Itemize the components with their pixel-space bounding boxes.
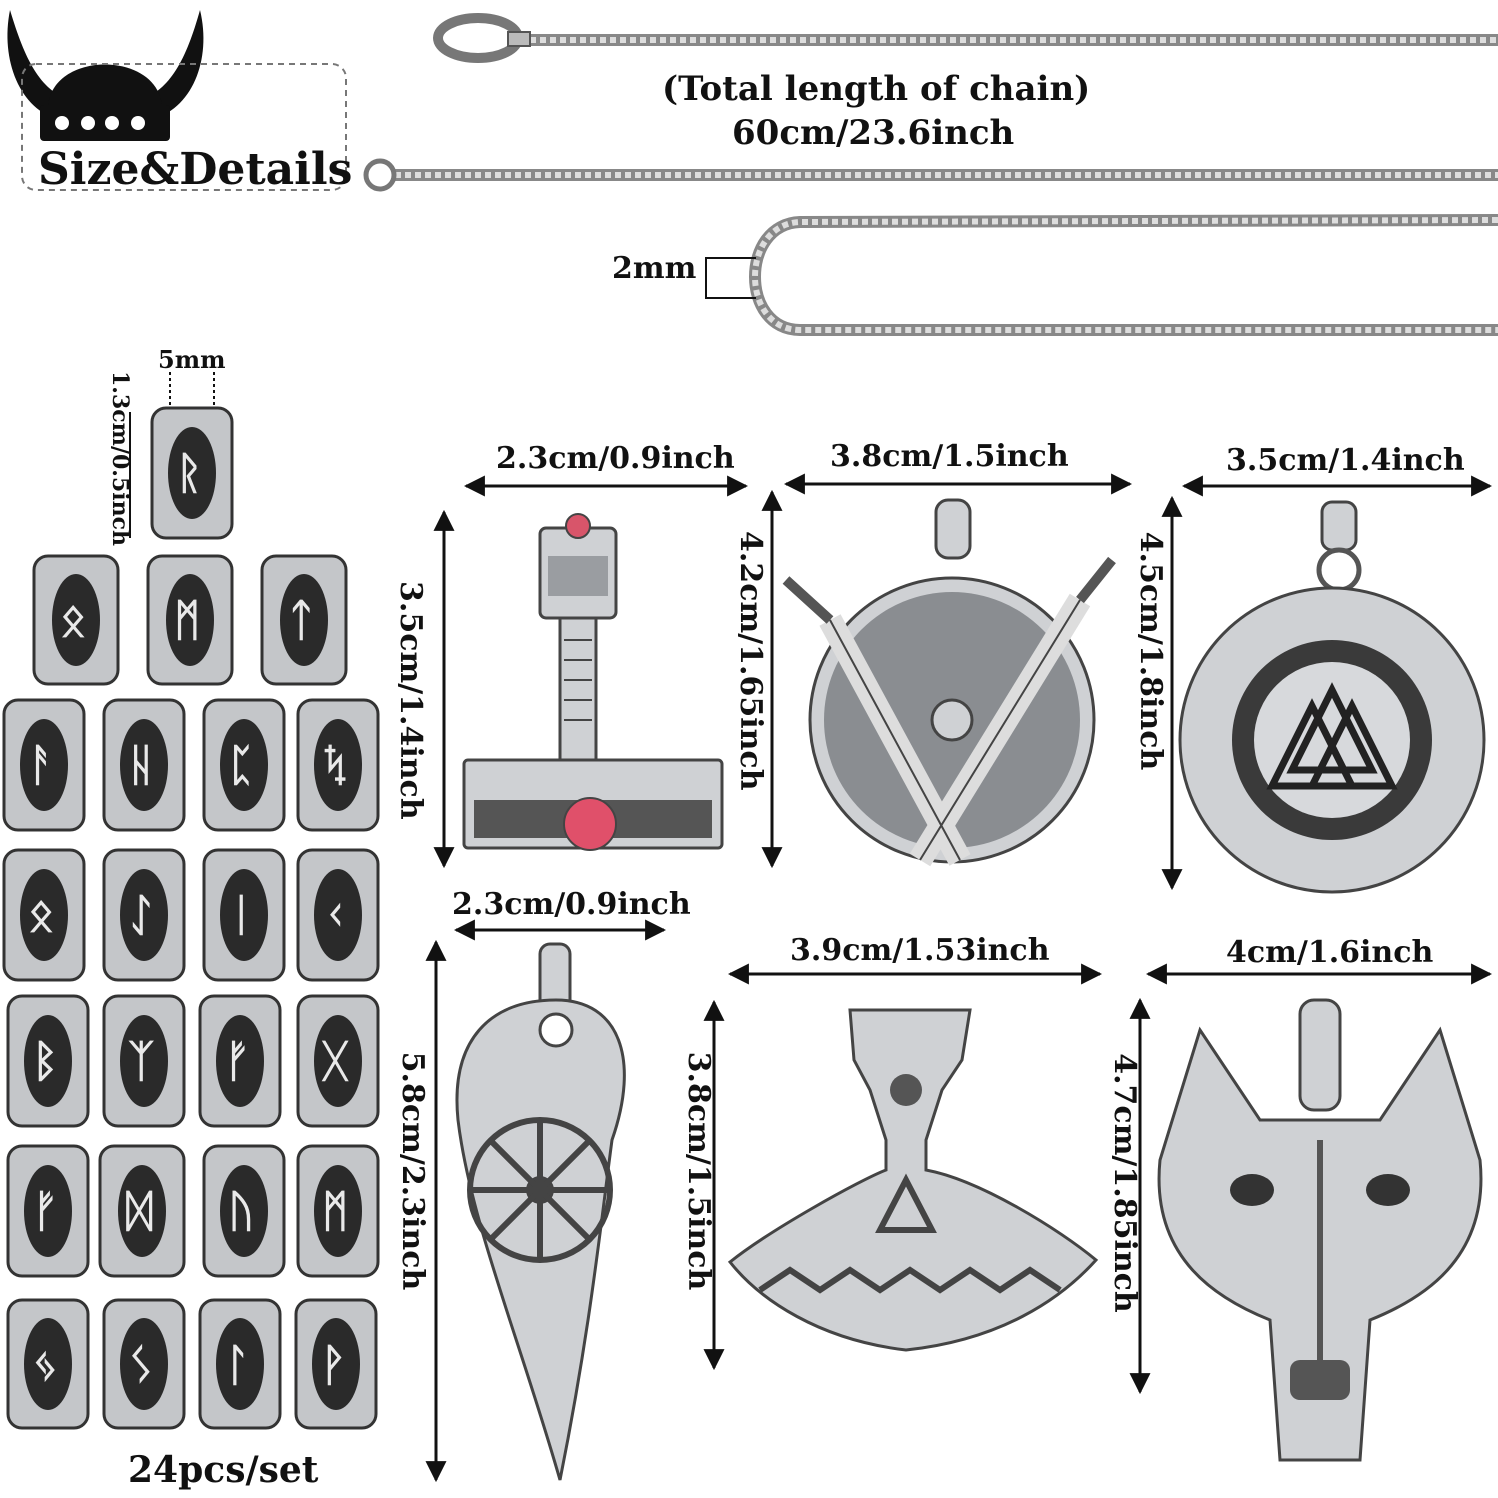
size-details-badge-text: Size&Details <box>38 144 353 195</box>
rune-glyph: ᛒ <box>32 1036 59 1087</box>
rune-glyph: ᛈ <box>228 740 255 791</box>
valknut-height-label: 4.5cm/1.8inch <box>1133 531 1168 771</box>
axe-pendant <box>727 1008 1099 1352</box>
chain-caption-line2: 60cm/23.6inch <box>732 113 1015 153</box>
bead-22 <box>102 1298 186 1430</box>
bead-23 <box>198 1298 282 1430</box>
rune-glyph: ᚢ <box>228 1186 255 1237</box>
bead-15 <box>198 994 282 1128</box>
shield-pendant <box>782 498 1116 867</box>
chain-caption-line1: (Total length of chain) <box>662 69 1091 109</box>
bead-19 <box>202 1144 286 1278</box>
bead-9 <box>2 848 86 982</box>
wolf-height-label: 4.7cm/1.85inch <box>1107 1053 1142 1313</box>
rune-glyph: ᚹ <box>320 1340 347 1391</box>
bead-1 <box>150 406 234 540</box>
rune-glyph: ᚱ <box>176 448 203 499</box>
bead-2 <box>32 554 120 686</box>
bead-hole-label: 5mm <box>158 345 226 374</box>
bead-10 <box>102 848 186 982</box>
chain-width-label: 2mm <box>612 251 697 286</box>
rune-glyph: ᛊ <box>128 1340 155 1391</box>
bead-16 <box>296 994 380 1128</box>
bead-24 <box>294 1298 378 1430</box>
rune-glyph: ᛟ <box>28 890 55 941</box>
valknut-width-label: 3.5cm/1.4inch <box>1226 443 1465 478</box>
arrowhead-pendant <box>455 942 626 1481</box>
rune-glyph: ᚠ <box>224 1036 251 1087</box>
bead-21 <box>6 1298 90 1430</box>
hammer-width-label: 2.3cm/0.9inch <box>496 441 735 476</box>
bead-6 <box>102 698 186 832</box>
bead-7 <box>202 698 286 832</box>
rune-glyph: ᛏ <box>288 595 315 646</box>
bead-height-label: 1.3cm/0.5inch <box>107 371 133 547</box>
bead-count-label: 24pcs/set <box>128 1449 319 1491</box>
rune-glyph: ᛚ <box>224 1340 251 1391</box>
bead-12 <box>296 848 380 982</box>
rune-glyph: ᛗ <box>174 595 201 646</box>
chain-illustration <box>363 13 1498 336</box>
bead-14 <box>102 994 186 1128</box>
axe-height-label: 3.8cm/1.5inch <box>681 1051 716 1291</box>
rune-glyph: ᛇ <box>128 890 155 941</box>
bead-13 <box>6 994 90 1128</box>
wolf-pendant <box>1157 998 1483 1462</box>
rune-glyph: ᛪ <box>322 740 349 791</box>
rune-glyph: ᛃ <box>32 1340 59 1391</box>
arrowhead-width-label: 2.3cm/0.9inch <box>452 887 691 922</box>
bead-11 <box>202 848 286 982</box>
valknut-pendant <box>1178 500 1486 894</box>
bead-4 <box>260 554 348 686</box>
bead-3 <box>146 554 234 686</box>
wolf-width-label: 4cm/1.6inch <box>1226 935 1434 970</box>
bead-18 <box>98 1144 186 1278</box>
rune-glyph: ᛞ <box>126 1186 153 1237</box>
axe-width-label: 3.9cm/1.53inch <box>790 933 1050 968</box>
pendant-dimension-arrows <box>425 473 1493 1483</box>
shield-height-label: 4.2cm/1.65inch <box>733 531 768 791</box>
shield-width-label: 3.8cm/1.5inch <box>830 439 1069 474</box>
rune-glyph: ᚷ <box>322 1036 349 1087</box>
hammer-pendant <box>462 513 724 851</box>
rune-glyph: ᚨ <box>28 740 55 791</box>
rune-glyph: ᛟ <box>60 595 87 646</box>
bead-8 <box>296 698 380 832</box>
rune-glyph: ᛉ <box>128 1036 155 1087</box>
bead-5 <box>2 698 86 832</box>
rune-glyph: ᚺ <box>128 740 155 791</box>
bead-20 <box>296 1144 380 1278</box>
rune-beads-set <box>2 406 380 1430</box>
arrowhead-height-label: 5.8cm/2.3inch <box>395 1051 430 1291</box>
rune-glyph: ᚲ <box>322 890 349 941</box>
rune-glyph: ᛁ <box>228 890 255 941</box>
badge-frame <box>21 63 347 191</box>
bead-17 <box>6 1144 90 1278</box>
viking-helmet-icon <box>7 10 204 141</box>
bead-dimension-lines <box>129 372 215 538</box>
hammer-height-label: 3.5cm/1.4inch <box>393 581 428 820</box>
rune-glyph: ᛗ <box>322 1186 349 1237</box>
rune-glyph: ᚠ <box>32 1186 59 1237</box>
